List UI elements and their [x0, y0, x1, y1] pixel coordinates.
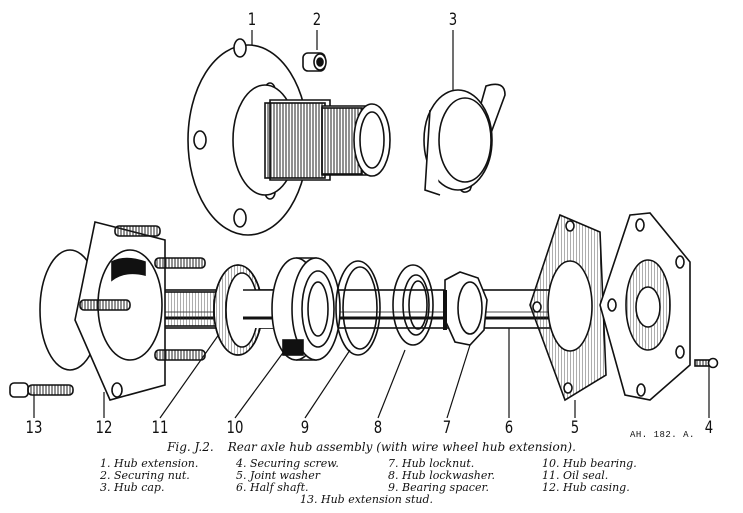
- legend-item: 12. Hub casing.: [542, 481, 630, 494]
- legend-item: 3. Hub cap.: [100, 481, 165, 494]
- part-hub-casing: [39, 221, 206, 401]
- part-hub-extension-stud: [9, 382, 74, 398]
- figure-number: Fig. J.2.: [167, 440, 214, 454]
- part-hub-lockwasher: [392, 264, 434, 346]
- legend-item: 5. Joint washer: [236, 469, 321, 482]
- legend-item: 4. Securing screw.: [236, 457, 339, 470]
- part-securing-screw: [694, 357, 719, 369]
- legend-item: 1. Hub extension.: [100, 457, 199, 470]
- callout-7: 7: [442, 418, 452, 438]
- callout-5: 5: [570, 418, 580, 438]
- part-hub-cap: [423, 83, 506, 196]
- drawing-reference: AH. 182. A.: [630, 430, 695, 440]
- part-half-shaft: [149, 289, 556, 329]
- part-securing-nut: [302, 52, 327, 72]
- callout-11: 11: [151, 418, 169, 438]
- legend-item: 2. Securing nut.: [100, 469, 190, 482]
- part-oil-seal: [213, 264, 293, 356]
- part-joint-washer: [529, 213, 607, 402]
- callout-4: 4: [704, 418, 714, 438]
- callout-6: 6: [504, 418, 514, 438]
- part-hub-extension: [187, 38, 391, 236]
- legend-item: 7. Hub locknut.: [388, 457, 475, 470]
- callout-9: 9: [300, 418, 310, 438]
- part-end-plate: [599, 212, 691, 401]
- callout-2: 2: [312, 10, 322, 30]
- legend-item: 13. Hub extension stud.: [300, 493, 433, 506]
- legend-item: 8. Hub lockwasher.: [388, 469, 495, 482]
- leader-lines: [33, 30, 710, 419]
- callout-12: 12: [95, 418, 113, 438]
- part-bearing-spacer: [335, 260, 381, 356]
- callout-8: 8: [373, 418, 383, 438]
- legend-item: 9. Bearing spacer.: [388, 481, 490, 494]
- callout-3: 3: [448, 10, 458, 30]
- legend-item: 6. Half shaft.: [236, 481, 309, 494]
- legend-item: 11. Oil seal.: [542, 469, 609, 482]
- part-hub-bearing: [271, 257, 341, 361]
- callout-13: 13: [25, 418, 43, 438]
- figure-caption: Fig. J.2. Rear axle hub assembly (with wi…: [0, 440, 743, 454]
- legend-item: 10. Hub bearing.: [542, 457, 637, 470]
- callout-10: 10: [226, 418, 244, 438]
- callout-1: 1: [247, 10, 257, 30]
- figure-title: Rear axle hub assembly (with wire wheel …: [227, 440, 576, 454]
- part-hub-locknut: [443, 271, 488, 346]
